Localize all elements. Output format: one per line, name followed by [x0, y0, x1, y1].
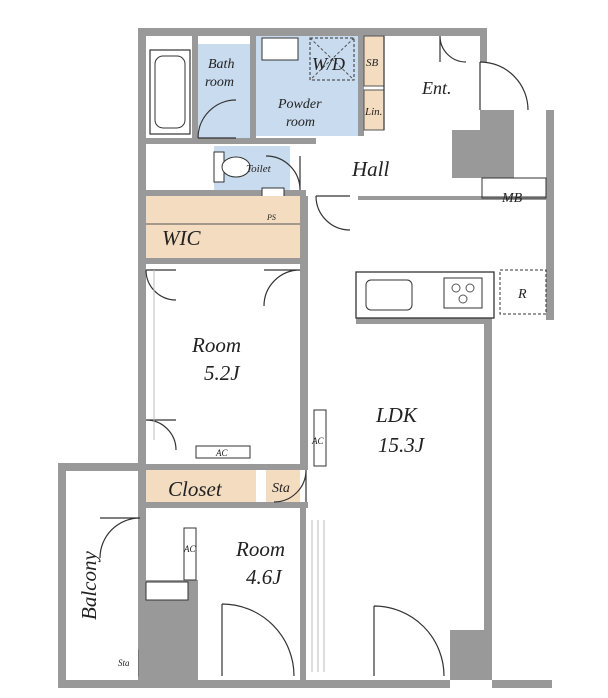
label-ldk-name: LDK — [375, 403, 418, 427]
washer-dryer-space — [309, 37, 355, 81]
label-balcony-sta: Sta — [118, 658, 130, 668]
storage-sta — [266, 470, 300, 502]
kitchen-counter — [355, 271, 495, 319]
fridge-space — [499, 269, 547, 315]
meter-box — [481, 177, 547, 199]
label-wd: W/D — [312, 54, 345, 74]
label-closet: Closet — [168, 477, 223, 501]
sliding-panels — [153, 270, 325, 672]
label-room2-size: 4.6J — [246, 565, 283, 589]
closet-storage — [146, 470, 256, 502]
label-bath-1: Bath — [208, 57, 234, 72]
ac-unit-room2 — [183, 527, 197, 581]
label-ac-room2: AC — [183, 544, 196, 554]
label-powder-2: room — [286, 115, 315, 130]
label-lin: Lin. — [364, 106, 382, 118]
bathtub — [149, 49, 191, 135]
interior-walls — [138, 28, 554, 680]
wet-areas — [198, 36, 358, 190]
label-wic: WIC — [162, 226, 201, 250]
label-fridge: R — [517, 287, 527, 302]
toilet-fixture — [213, 151, 251, 183]
label-room1-size: 5.2J — [204, 361, 241, 385]
washbasin — [261, 37, 299, 61]
label-room1-name: Room — [191, 333, 241, 357]
label-mb: MB — [501, 191, 523, 206]
label-ac-room1: AC — [215, 448, 228, 458]
label-ent: Ent. — [421, 78, 452, 98]
label-sta: Sta — [272, 481, 290, 496]
ac-unit-ldk — [313, 409, 327, 467]
label-powder-1: Powder — [277, 97, 322, 112]
label-hall: Hall — [351, 157, 390, 181]
ac-unit-room1 — [195, 445, 251, 459]
label-ac-ldk: AC — [311, 436, 324, 446]
label-balcony: Balcony — [77, 551, 101, 620]
wic-upper — [146, 196, 300, 224]
label-room2-name: Room — [235, 537, 285, 561]
label-toilet: Toilet — [246, 163, 272, 175]
doors — [99, 35, 529, 677]
wic-lower — [146, 224, 300, 258]
label-bath-2: room — [205, 75, 234, 90]
label-ps: PS — [266, 213, 276, 222]
label-ldk-size: 15.3J — [378, 433, 426, 457]
label-sb: SB — [366, 57, 379, 69]
